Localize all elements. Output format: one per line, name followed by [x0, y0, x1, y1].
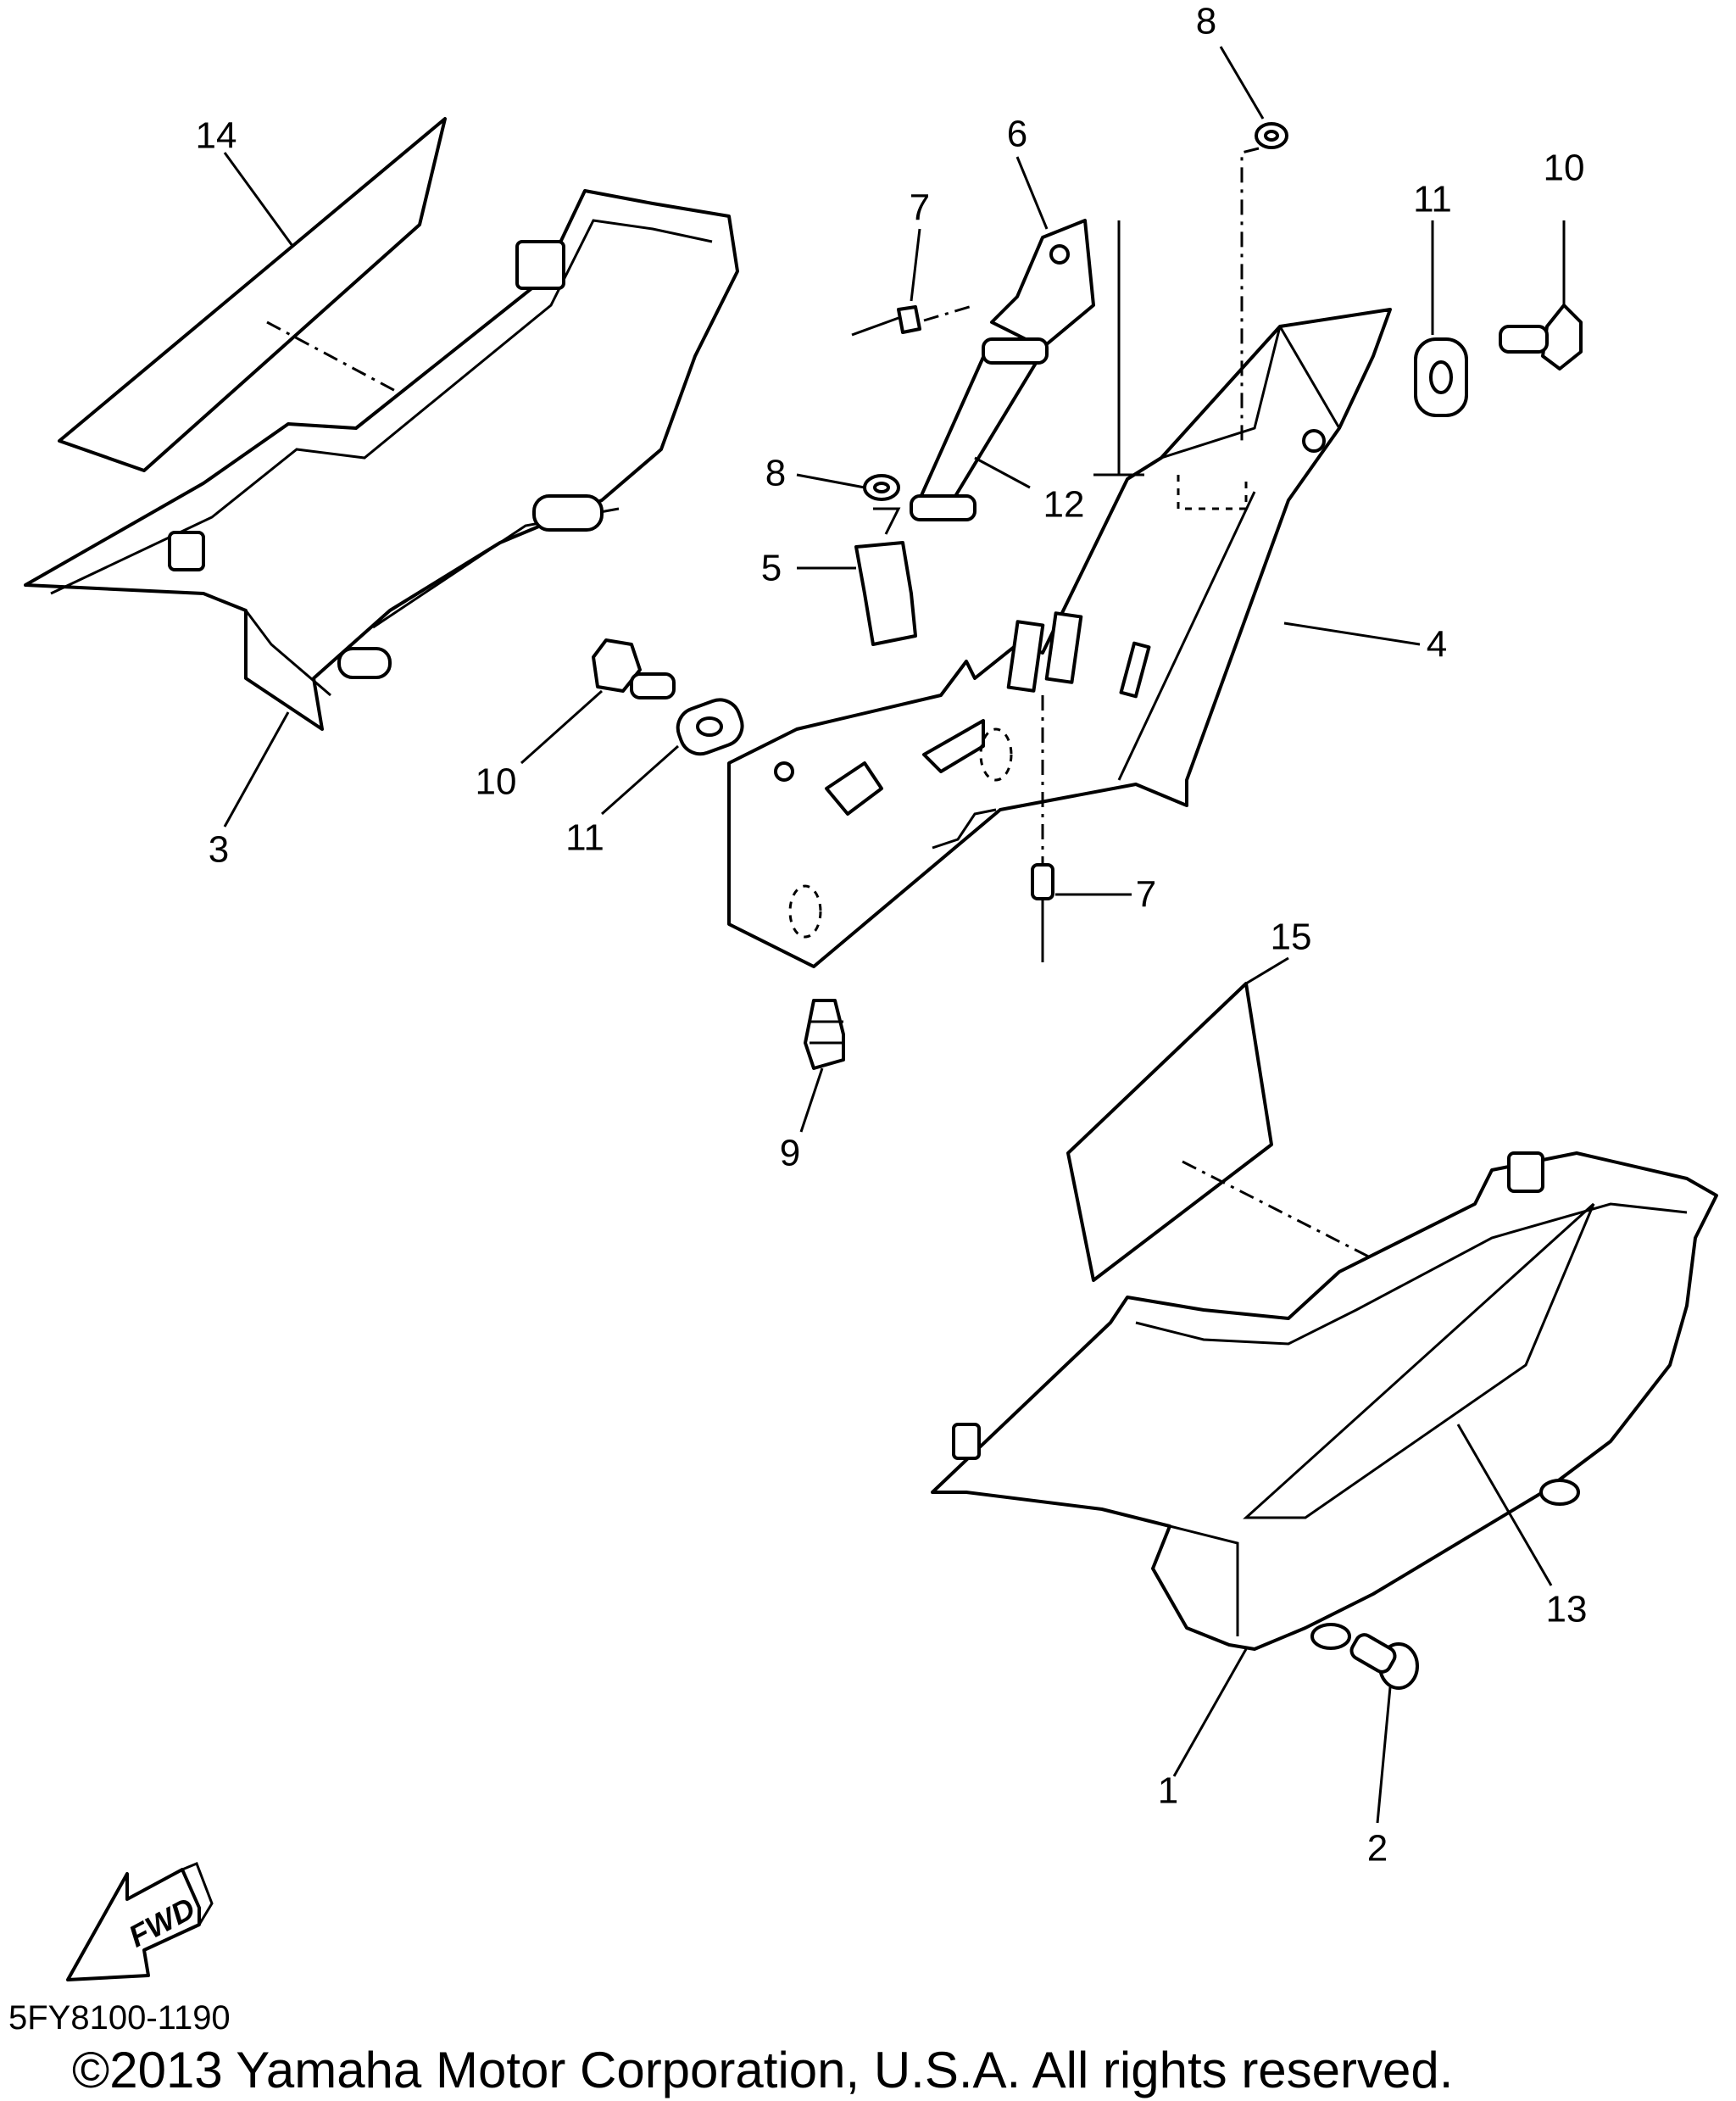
- washer-8-mid: [863, 474, 900, 501]
- washer-8-top: [1240, 122, 1288, 441]
- callout-1: 1: [1158, 1770, 1178, 1812]
- clip-5: [854, 507, 917, 646]
- callout-15: 15: [1271, 917, 1312, 958]
- grommet-11-right: [1414, 337, 1468, 417]
- callout-8-mid: 8: [765, 453, 786, 494]
- bracket-6: [990, 219, 1144, 476]
- callout-10-left: 10: [476, 761, 517, 803]
- screw-2: [1349, 1633, 1419, 1690]
- callout-6: 6: [1007, 114, 1027, 155]
- diagram-code: 5FY8100-1190: [8, 1999, 231, 2037]
- strap-12: [910, 337, 1049, 521]
- bolt-10-left: [592, 638, 676, 699]
- callout-8-top: 8: [1196, 1, 1216, 42]
- grommet-11-left: [676, 698, 744, 756]
- callout-9: 9: [780, 1133, 800, 1174]
- callout-2: 2: [1367, 1828, 1388, 1870]
- fwd-arrow: FWD: [66, 1862, 214, 1981]
- bracket-4: [727, 308, 1392, 968]
- callout-11-left: 11: [565, 817, 604, 859]
- callout-7-bottom: 7: [1136, 874, 1156, 916]
- callout-12: 12: [1043, 484, 1085, 526]
- callout-7-top: 7: [910, 187, 930, 229]
- side-cover-left-3: [24, 189, 739, 731]
- callout-14: 14: [196, 115, 237, 157]
- callout-5: 5: [761, 548, 782, 589]
- damper-9: [804, 999, 845, 1070]
- callout-4: 4: [1427, 624, 1447, 666]
- side-cover-right-1: [931, 1151, 1718, 1651]
- copyright: ©2013 Yamaha Motor Corporation, U.S.A. A…: [72, 2042, 1453, 2098]
- decal-15: [1066, 982, 1391, 1282]
- leader-lines: [223, 46, 1566, 1824]
- callout-11-right: 11: [1413, 179, 1452, 220]
- callout-10-right: 10: [1544, 148, 1585, 189]
- rivet-7-top: [851, 304, 976, 337]
- callout-3: 3: [209, 829, 229, 871]
- bolt-10-right: [1499, 304, 1583, 371]
- callout-13: 13: [1546, 1589, 1588, 1630]
- callout-labels: 14 8 6 7 11 10 8 12 5 4 10 11 3 7 15 9 1…: [196, 1, 1588, 1870]
- rivet-7-bottom: [1031, 695, 1054, 962]
